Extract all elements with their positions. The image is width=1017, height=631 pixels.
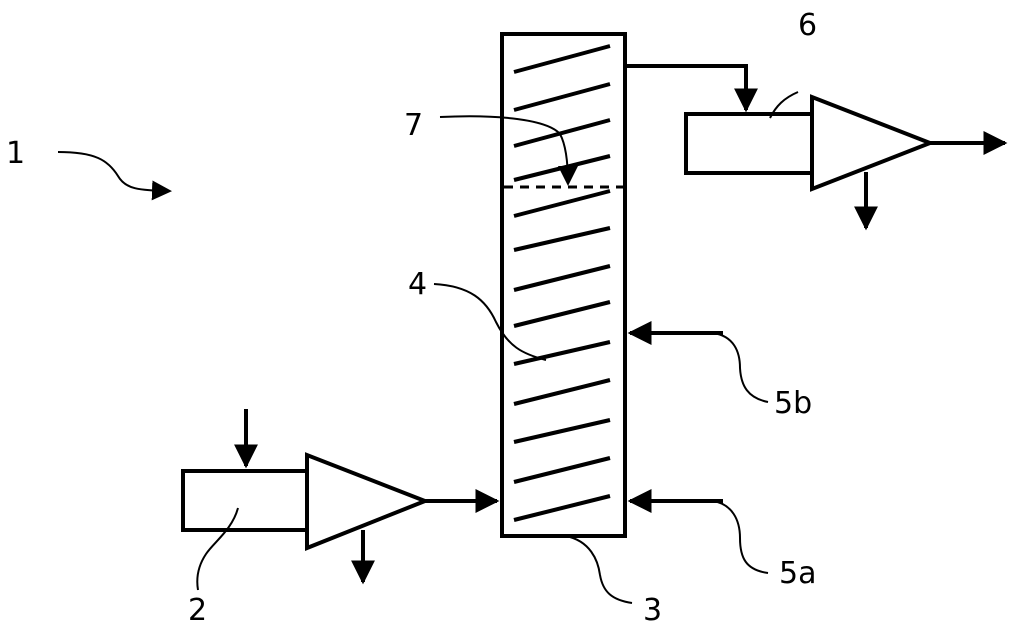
label-boundary: 7	[404, 108, 423, 143]
leader-feed-unit	[197, 508, 238, 590]
feed-unit-box	[183, 471, 307, 530]
feed-unit-triangle	[307, 455, 425, 548]
label-overhead-unit: 6	[798, 8, 817, 43]
packing-hatch	[514, 46, 610, 520]
label-feed-unit: 2	[188, 593, 207, 628]
label-column: 3	[643, 593, 662, 628]
overhead-unit-triangle	[812, 97, 930, 189]
overhead-unit-box	[686, 114, 812, 173]
label-system: 1	[6, 136, 25, 171]
leader-inlet-upper	[713, 333, 768, 402]
leader-inlet-lower	[713, 501, 768, 573]
label-inlet-lower: 5a	[779, 556, 816, 591]
overhead-line	[625, 66, 746, 110]
label-inlet-upper: 5b	[774, 386, 812, 421]
leader-column	[566, 536, 632, 603]
leader-system	[58, 152, 170, 191]
label-packing: 4	[408, 267, 427, 302]
